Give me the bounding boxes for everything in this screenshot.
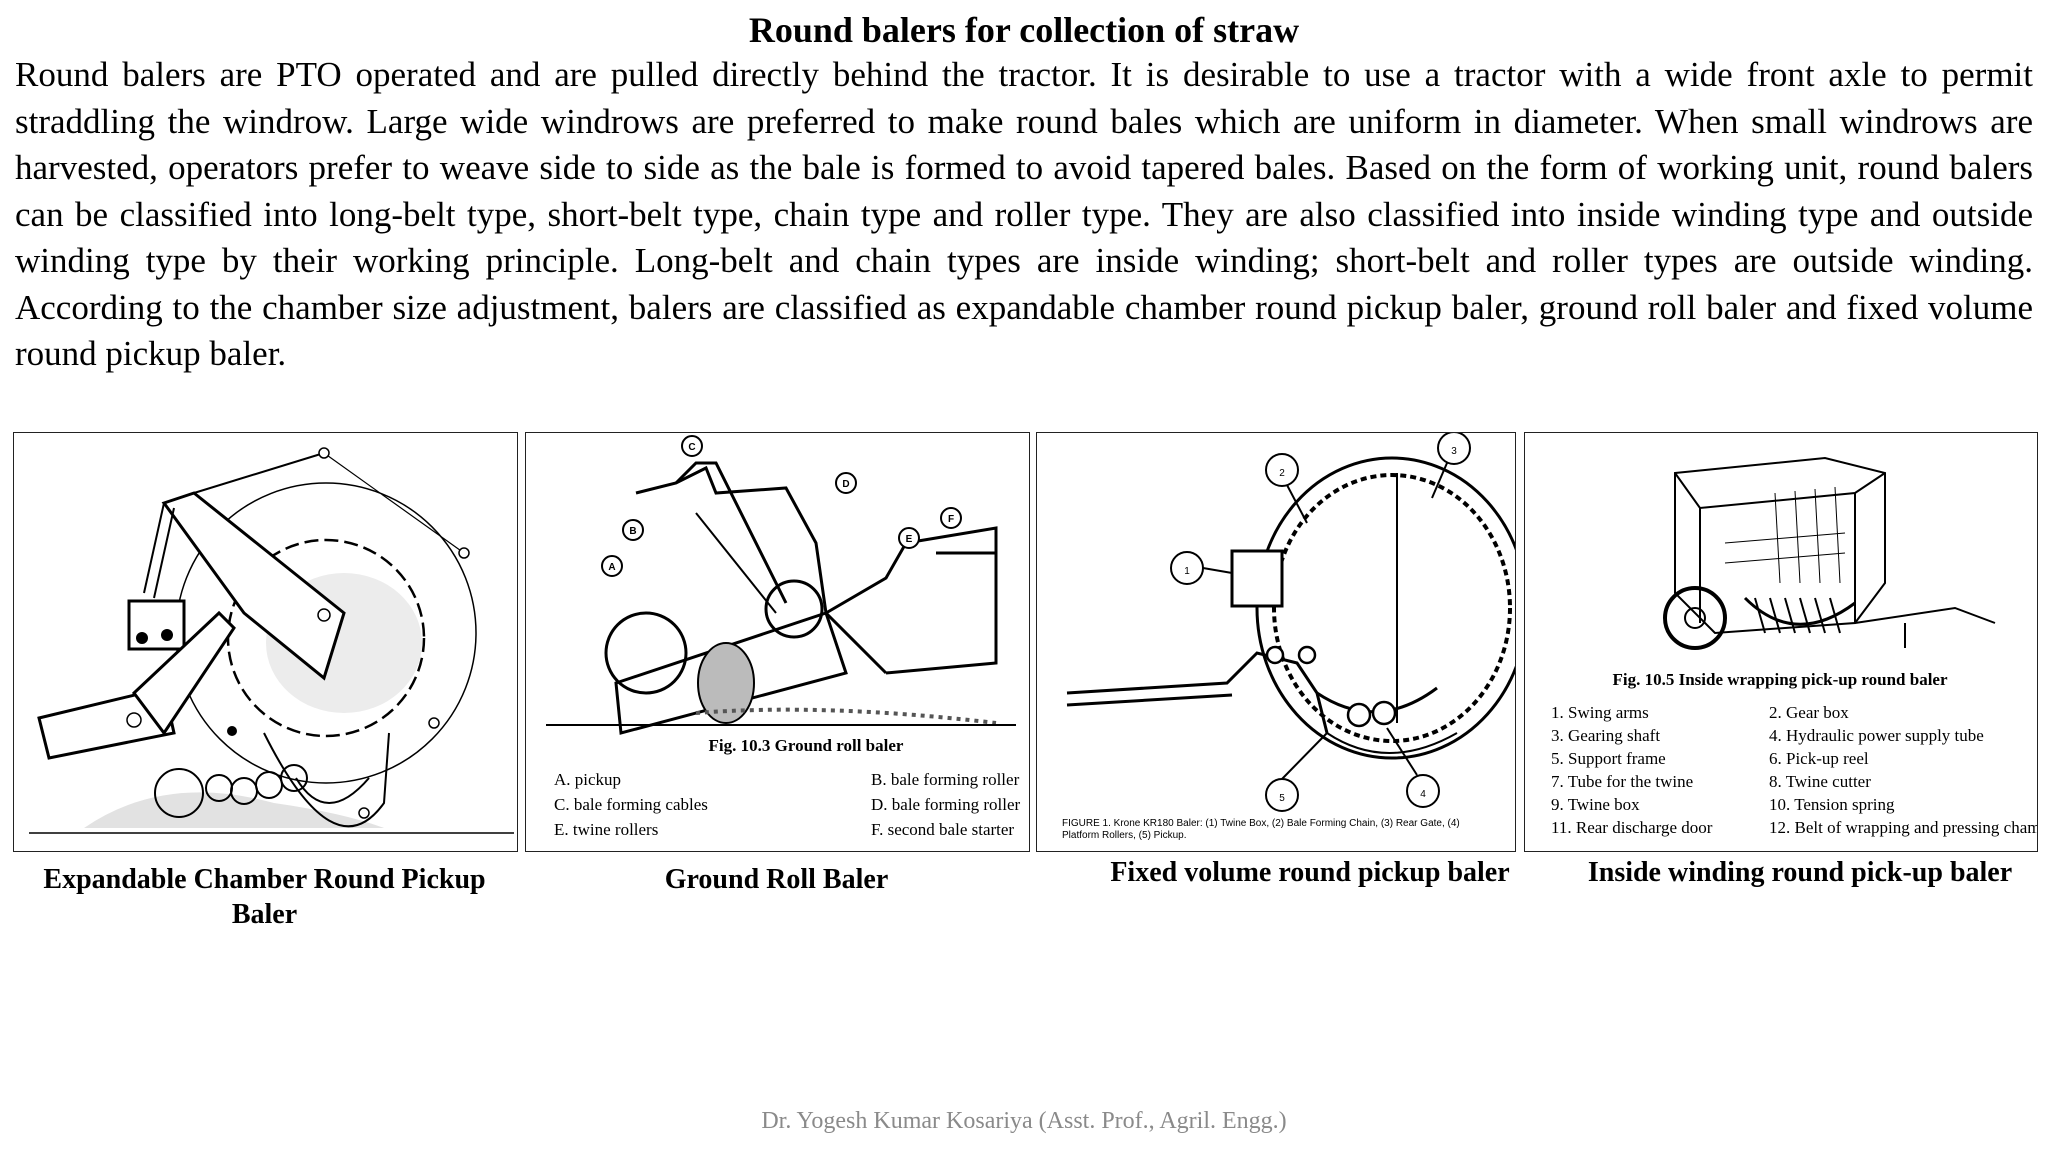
inside-winding-diagram: Fig. 10.5 Inside wrapping pick-up round …: [1551, 456, 2037, 837]
fixed-volume-diagram: 1 2 3 4 5 FIGURE 1. Krone KR180 Baler: (…: [1062, 433, 1515, 841]
legend-ground-f: F. second bale starter: [871, 820, 1014, 839]
caption-inside-winding: Inside winding round pick-up baler: [1587, 857, 2013, 888]
marker-d: D: [842, 479, 849, 490]
figure-ground-roll-baler: A B C D E F Fig. 10.3 Ground roll baler …: [525, 432, 1030, 852]
legend-ground-c: C. bale forming cables: [554, 795, 708, 814]
expandable-chamber-diagram: [29, 447, 514, 834]
fig-note-line2: Platform Rollers, (5) Pickup.: [1062, 830, 1186, 841]
marker-5: 5: [1279, 793, 1285, 804]
legend-ground-a: A. pickup: [554, 770, 621, 789]
legend-ground-b: B. bale forming roller: [871, 770, 1020, 789]
marker-e: E: [906, 534, 913, 545]
caption-fixed-volume: Fixed volume round pickup baler: [1110, 857, 1510, 888]
marker-f: F: [948, 514, 954, 525]
fig-note-line1: FIGURE 1. Krone KR180 Baler: (1) Twine B…: [1062, 818, 1460, 829]
marker-3: 3: [1451, 446, 1457, 457]
marker-b: B: [629, 526, 636, 537]
figure-fixed-volume-baler: 1 2 3 4 5 FIGURE 1. Krone KR180 Baler: (…: [1036, 432, 1516, 852]
legend-inside-3: 3. Gearing shaft: [1551, 726, 1660, 745]
footer-author: Dr. Yogesh Kumar Kosariya (Asst. Prof., …: [761, 1108, 1287, 1134]
legend-inside-12: 12. Belt of wrapping and pressing chambe…: [1769, 818, 2037, 837]
legend-ground-d: D. bale forming roller: [871, 795, 1021, 814]
legend-inside-4: 4. Hydraulic power supply tube: [1769, 726, 1984, 745]
marker-c: C: [688, 442, 695, 453]
figure-inside-winding-baler: Fig. 10.5 Inside wrapping pick-up round …: [1524, 432, 2038, 852]
caption-ground-roll: Ground Roll Baler: [664, 864, 889, 895]
marker-1: 1: [1184, 566, 1190, 577]
legend-inside-6: 6. Pick-up reel: [1769, 749, 1869, 768]
legend-inside-1: 1. Swing arms: [1551, 703, 1649, 722]
fig-title-inside-winding: Fig. 10.5 Inside wrapping pick-up round …: [1612, 670, 1947, 689]
caption-expandable-chamber: Expandable Chamber Round Pickup Baler: [43, 864, 486, 930]
legend-inside-5: 5. Support frame: [1551, 749, 1666, 768]
fig-title-ground-roll: Fig. 10.3 Ground roll baler: [709, 736, 904, 755]
legend-ground-e: E. twine rollers: [554, 820, 658, 839]
marker-2: 2: [1279, 468, 1285, 479]
slide-title: Round balers for collection of straw: [748, 10, 1300, 50]
figure-expandable-chamber-baler: [13, 432, 518, 852]
legend-inside-10: 10. Tension spring: [1769, 795, 1895, 814]
marker-4: 4: [1420, 789, 1426, 800]
marker-a: A: [608, 562, 615, 573]
legend-inside-7: 7. Tube for the twine: [1551, 772, 1693, 791]
ground-roll-diagram: A B C D E F Fig. 10.3 Ground roll baler …: [546, 435, 1021, 839]
legend-inside-2: 2. Gear box: [1769, 703, 1849, 722]
legend-inside-8: 8. Twine cutter: [1769, 772, 1871, 791]
legend-inside-11: 11. Rear discharge door: [1551, 818, 1713, 837]
body-paragraph: Round balers are PTO operated and are pu…: [15, 55, 2033, 373]
legend-inside-9: 9. Twine box: [1551, 795, 1640, 814]
